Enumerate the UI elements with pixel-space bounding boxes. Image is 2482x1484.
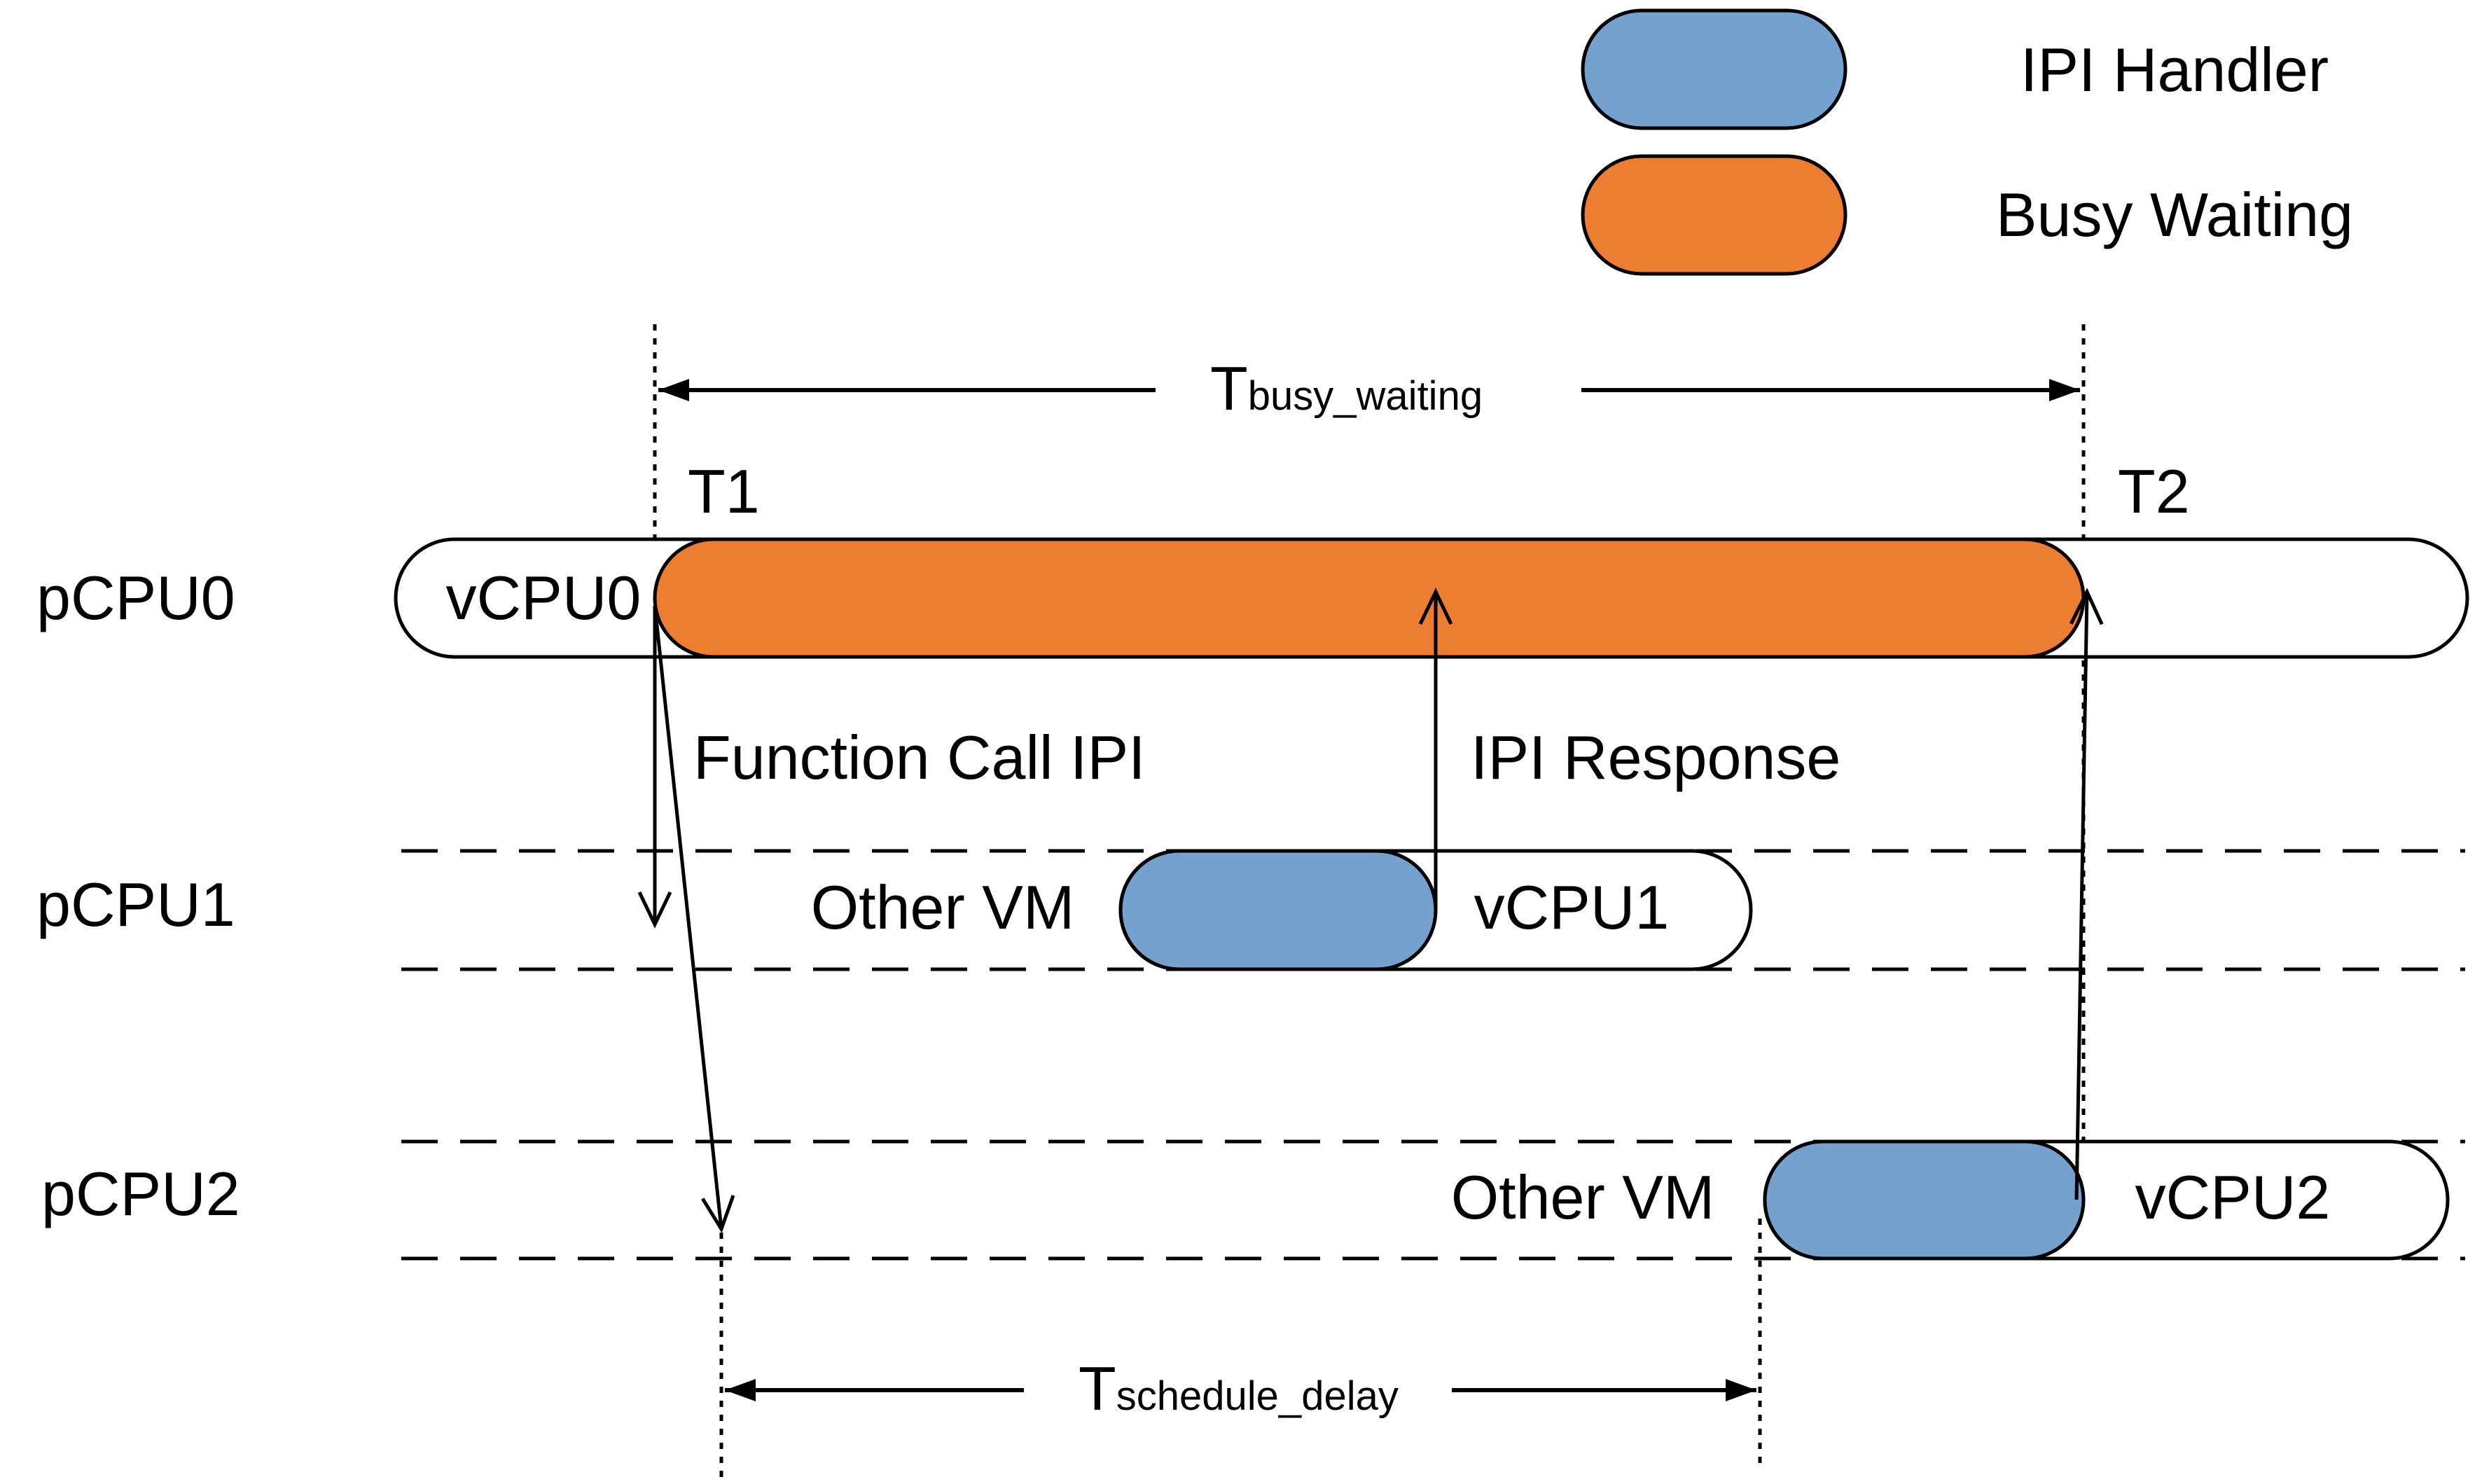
schedule-delay-interval-label: Tschedule_delay xyxy=(1079,1354,1399,1423)
legend: IPI Handler Busy Waiting xyxy=(1581,8,2353,276)
legend-ipi-handler-label: IPI Handler xyxy=(2020,35,2329,104)
marker-t1: T1 xyxy=(688,457,760,526)
legend-ipi-handler-swatch xyxy=(1581,8,1847,130)
ipi-arrow-to-pcpu2 xyxy=(653,605,735,1233)
vcpu2-label: vCPU2 xyxy=(2135,1163,2331,1232)
pcpu1-timeline: Other VM vCPU1 xyxy=(401,849,2465,971)
busy-waiting-interval: Tbusy_waiting xyxy=(658,354,2080,423)
pcpu1-other-vm-label: Other VM xyxy=(811,873,1075,942)
ipi-response-label: IPI Response xyxy=(1471,723,1840,792)
function-call-ipi-arrows xyxy=(637,605,735,1233)
pcpu1-ipi-handler-block xyxy=(1118,849,1438,971)
row-label-pcpu0: pCPU0 xyxy=(36,563,235,632)
pcpu2-other-vm-label: Other VM xyxy=(1451,1163,1715,1232)
pcpu2-ipi-handler-block xyxy=(1763,1139,2086,1261)
marker-t2: T2 xyxy=(2118,457,2190,526)
vcpu0-label: vCPU0 xyxy=(446,563,642,632)
busy-waiting-block xyxy=(653,537,2086,659)
ipi-response-arrows xyxy=(1418,588,2104,1200)
row-label-pcpu1: pCPU1 xyxy=(36,870,235,939)
legend-busy-waiting-swatch xyxy=(1581,154,1847,276)
busy-waiting-interval-label: Tbusy_waiting xyxy=(1210,354,1483,423)
function-call-ipi-label: Function Call IPI xyxy=(693,723,1146,792)
legend-busy-waiting-label: Busy Waiting xyxy=(1996,180,2353,249)
schedule-delay-interval: Tschedule_delay xyxy=(725,1354,1756,1423)
pcpu2-timeline: Other VM vCPU2 xyxy=(401,1139,2465,1261)
pcpu0-timeline: vCPU0 xyxy=(394,537,2469,659)
vcpu1-label: vCPU1 xyxy=(1474,873,1670,942)
row-label-pcpu2: pCPU2 xyxy=(41,1159,240,1228)
ipi-response-arrow-pcpu2 xyxy=(2069,588,2104,1200)
